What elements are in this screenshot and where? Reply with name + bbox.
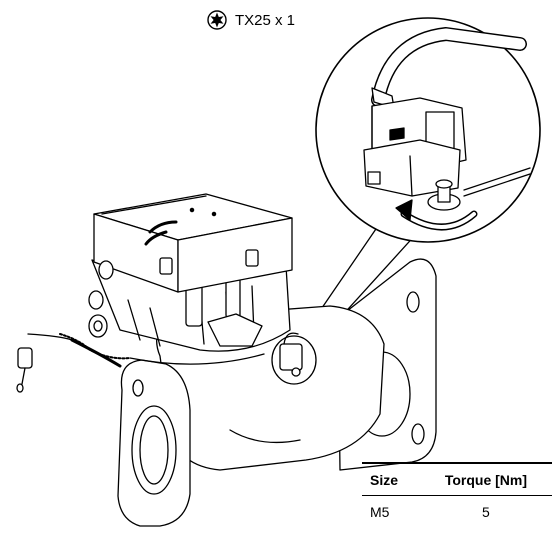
cable-glands (88, 260, 114, 338)
connection-point (271, 332, 317, 385)
left-flange (117, 359, 191, 527)
tool-requirement: TX25 x 1 (207, 8, 295, 32)
cell-torque: 5 (482, 504, 490, 520)
torque-table-header-row: Size Torque [Nm] (362, 462, 552, 496)
sensor-cable (16, 333, 265, 393)
tool-label: TX25 x 1 (235, 11, 296, 29)
cell-size: M5 (370, 504, 390, 520)
header-torque: Torque [Nm] (419, 462, 552, 496)
header-size: Size (362, 462, 420, 496)
detail-view (315, 17, 541, 243)
torx-star-icon (207, 10, 227, 30)
control-box (93, 193, 293, 293)
torque-table: Size Torque [Nm] M5 5 (362, 462, 552, 526)
table-row: M5 5 (362, 496, 552, 527)
